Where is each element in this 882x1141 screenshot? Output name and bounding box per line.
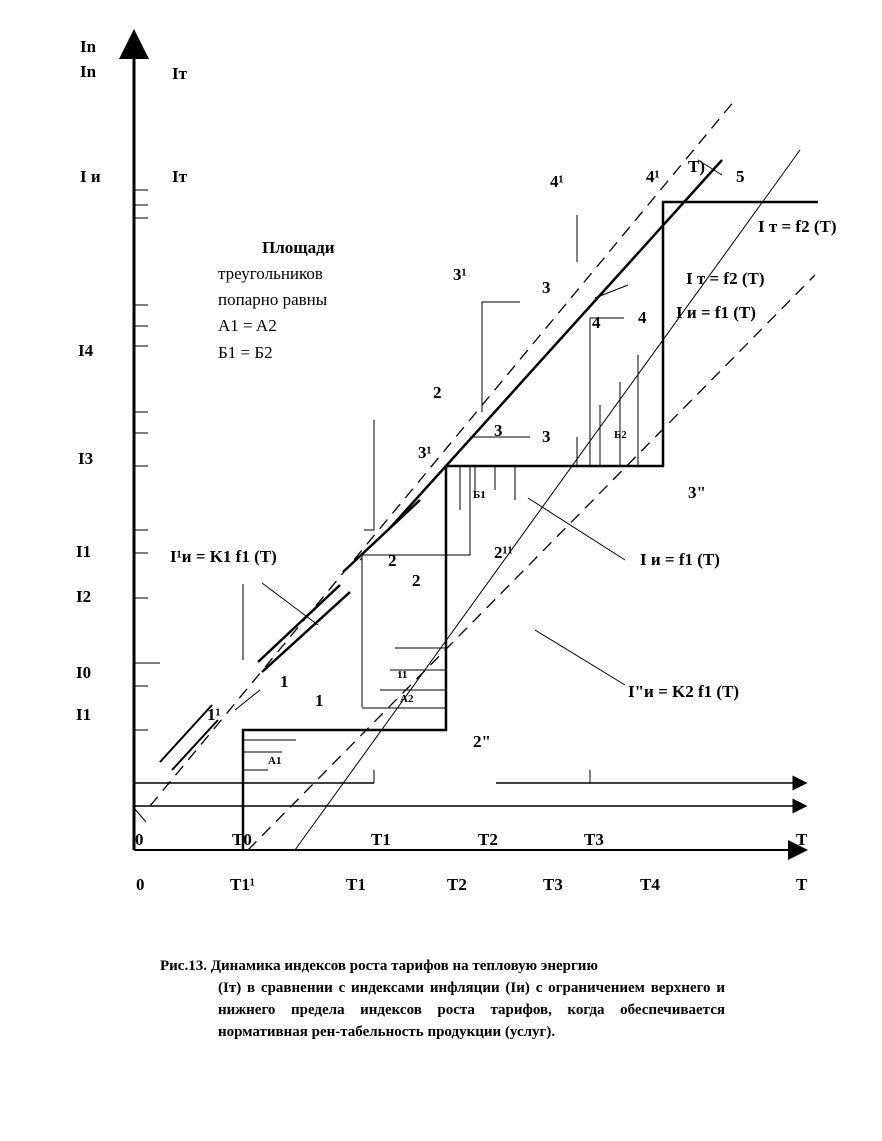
leader-lines <box>261 159 723 686</box>
y-label: I4 <box>78 341 94 360</box>
inflation-line <box>294 149 801 851</box>
x-label: T3 <box>584 830 604 849</box>
region-label: A2 <box>400 693 414 705</box>
region-label: 2 <box>433 383 442 402</box>
hatch-lines <box>133 215 639 823</box>
region-labels: A1 A2 Б1 Б2 1 1 1¹ 11 2 2 2 2¹¹ 2" 3 3 3… <box>207 157 745 767</box>
y-label: I1 <box>76 542 91 561</box>
region-label: 4¹ <box>646 167 660 186</box>
region-label: 3 <box>542 427 551 446</box>
x-axis-labels-row1: 0 T0 T1 T2 T3 T <box>135 830 808 849</box>
region-label: 1 <box>315 691 324 710</box>
y-label: In <box>80 37 97 56</box>
x-label: T1¹ <box>230 875 255 894</box>
region-label: 3" <box>688 483 706 502</box>
region-label: 4 <box>592 313 601 332</box>
y-label: Iт <box>172 167 188 186</box>
x-label: T2 <box>478 830 498 849</box>
tariff-staircase <box>241 200 818 850</box>
region-label: A1 <box>268 755 281 767</box>
x-label: T2 <box>447 875 467 894</box>
x-label: T4 <box>640 875 660 894</box>
region-label: 1 <box>280 672 289 691</box>
caption-body: (Iт) в сравнении с индексами инфляции (I… <box>218 980 725 1040</box>
region-label: 3¹ <box>418 443 432 462</box>
x-axis-labels-row2: 0 T1¹ T1 T2 T3 T4 T <box>136 875 808 894</box>
curve-label: I т = f2 (T) <box>758 217 836 236</box>
region-label: 1¹ <box>207 705 221 724</box>
x-label: T3 <box>543 875 563 894</box>
region-label: 4 <box>638 308 647 327</box>
note-line: Б1 = Б2 <box>218 343 273 362</box>
curve-label: I и = f1 (T) <box>676 303 756 322</box>
region-label: 3 <box>494 421 503 440</box>
upper-thick-line <box>257 159 723 673</box>
y-label: I1 <box>76 705 91 724</box>
dashed-bounds <box>149 99 816 851</box>
y-ticks <box>134 189 160 731</box>
note-block: Площади треугольников попарно равны A1 =… <box>218 238 335 362</box>
region-label: Б1 <box>473 489 486 501</box>
curve-label: I"и = K2 f1 (T) <box>628 682 739 701</box>
y-label: I0 <box>76 663 91 682</box>
region-label: 2 <box>412 571 421 590</box>
y-label: In <box>80 62 97 81</box>
curve-label: I¹и = K1 f1 (T) <box>170 547 277 566</box>
curve-label: I т = f2 (T) <box>686 269 764 288</box>
region-label: 3¹ <box>453 265 467 284</box>
note-line: A1 = A2 <box>218 316 277 335</box>
region-label: 2 <box>388 551 397 570</box>
x-label: T0 <box>232 830 252 849</box>
region-label: 5 <box>736 167 745 186</box>
x-label: 0 <box>135 830 144 849</box>
tariff-index-diagram: In In Iт I и Iт I4 I3 I1 I2 I0 I1 0 T0 T… <box>76 29 836 894</box>
dashed-short <box>159 704 219 771</box>
y-label: I2 <box>76 587 91 606</box>
region-label: 2" <box>473 732 491 751</box>
y-label: Iт <box>172 64 188 83</box>
y-label: I и <box>80 167 101 186</box>
region-label: 3 <box>542 278 551 297</box>
region-label: T) <box>688 157 705 176</box>
region-label: 4¹ <box>550 172 564 191</box>
region-label: 2¹¹ <box>494 543 513 562</box>
caption-head: Рис.13. Динамика индексов роста тарифов … <box>160 958 598 974</box>
x-label: T <box>796 875 808 894</box>
y-axis-labels: In In Iт I и Iт I4 I3 I1 I2 I0 I1 <box>76 37 188 724</box>
x-label: T1 <box>346 875 366 894</box>
y-label: I3 <box>78 449 93 468</box>
note-line: треугольников <box>218 264 323 283</box>
curve-labels: I т = f2 (T) I т = f2 (T) I и = f1 (T) I… <box>170 217 836 701</box>
curve-label: I и = f1 (T) <box>640 550 720 569</box>
x-label: T1 <box>371 830 391 849</box>
x-label: T <box>796 830 808 849</box>
x-label: 0 <box>136 875 145 894</box>
note-line: Площади <box>262 238 335 257</box>
region-label: 11 <box>397 669 407 681</box>
figure-caption: Рис.13. Динамика индексов роста тарифов … <box>160 955 725 1043</box>
note-line: попарно равны <box>218 290 328 309</box>
region-label: Б2 <box>614 429 627 441</box>
